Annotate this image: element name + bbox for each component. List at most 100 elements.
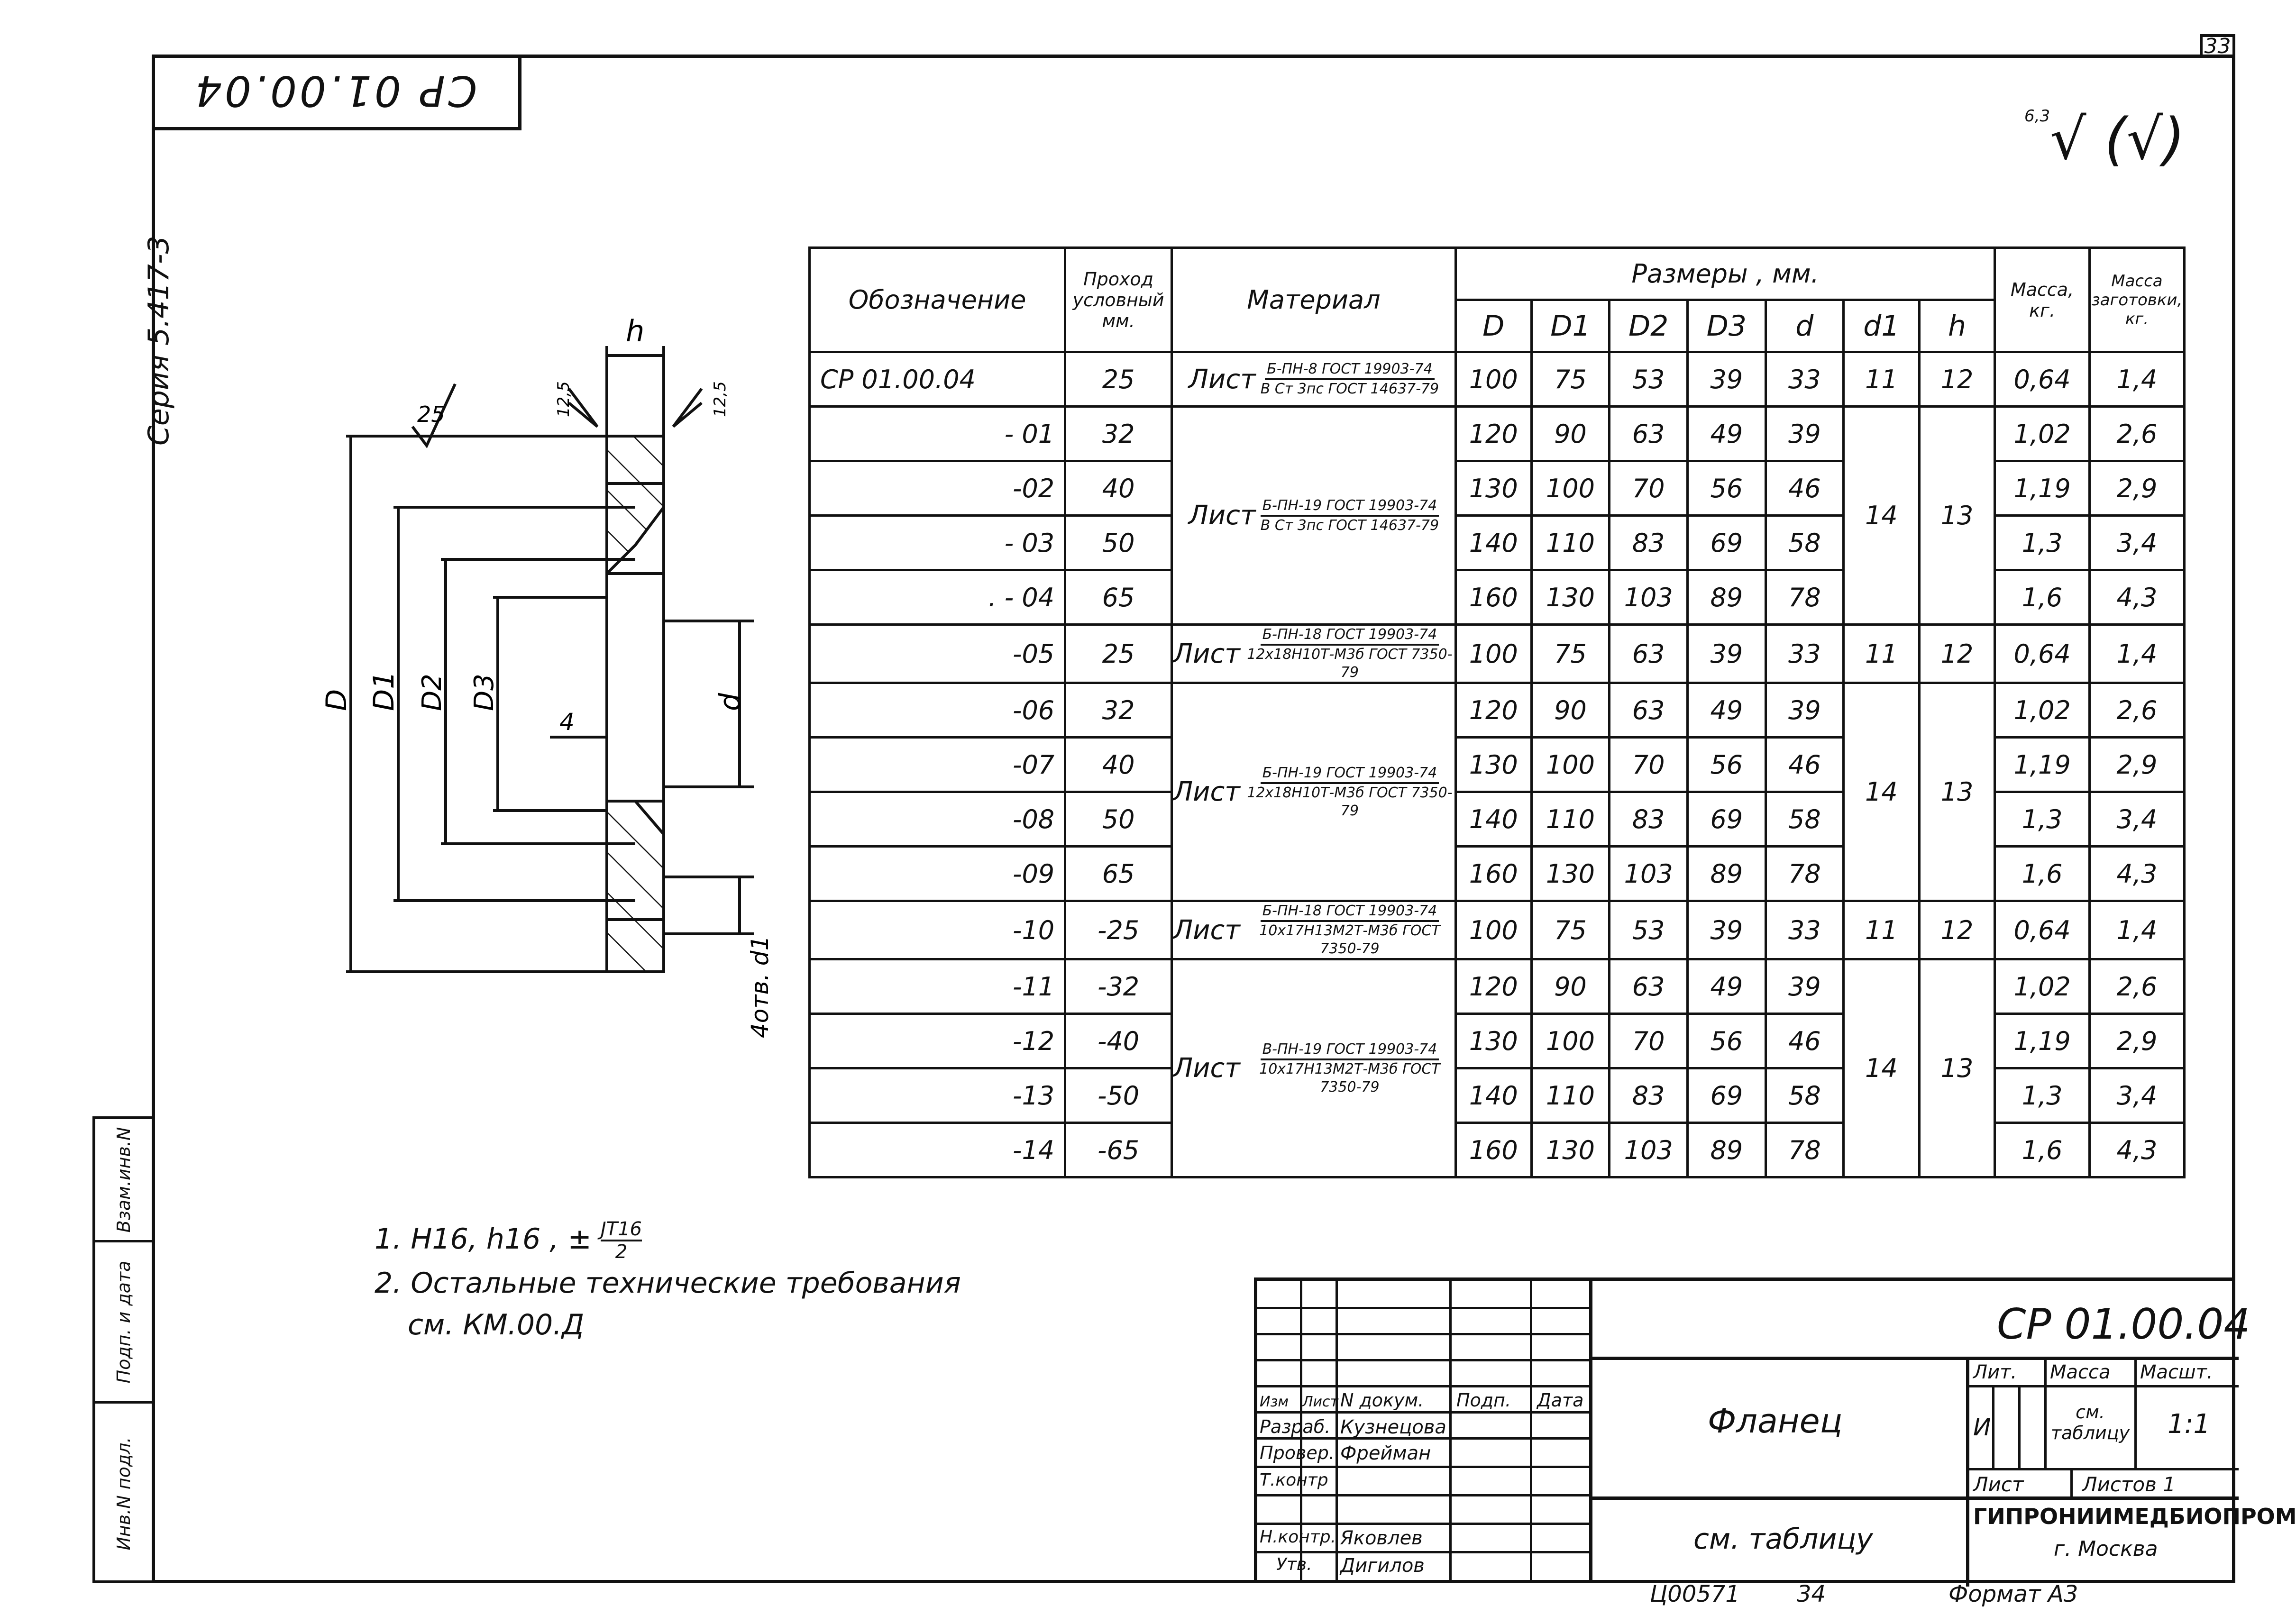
cell-D1: 110 xyxy=(1530,514,1611,571)
cell-D3: 69 xyxy=(1686,791,1767,848)
dimensions-table: Обозначение Проход условный мм. Материал… xyxy=(808,246,2186,1178)
header-sizes: Размеры , мм. xyxy=(1454,246,1996,301)
cell-designation: СР 01.00.04 xyxy=(808,351,1067,408)
dim-h: h xyxy=(626,314,644,348)
cell-d: 58 xyxy=(1764,791,1845,848)
cell-h: 13 xyxy=(1918,405,1996,626)
cell-designation: -05 xyxy=(808,623,1067,684)
cell-D2: 103 xyxy=(1608,1122,1689,1178)
cell-d: 58 xyxy=(1764,1067,1845,1124)
header-size-6: h xyxy=(1918,299,1996,353)
cell-D3: 69 xyxy=(1686,1067,1767,1124)
cell-d: 39 xyxy=(1764,682,1845,739)
cell-designation: -13 xyxy=(808,1067,1067,1124)
cell-mass: 1,19 xyxy=(1994,460,2091,517)
cell-d: 78 xyxy=(1764,1122,1845,1178)
material-bottom: 12х18Н10Т-М3б ГОСТ 7350-79 xyxy=(1247,646,1453,681)
cell-d: 58 xyxy=(1764,514,1845,571)
cell-D3: 89 xyxy=(1686,1122,1767,1178)
cell-D3: 39 xyxy=(1686,351,1767,408)
cell-passage: 40 xyxy=(1064,736,1173,793)
dim-D1: D1 xyxy=(367,671,401,711)
part-material: см. таблицу xyxy=(1693,1523,1873,1556)
doc-code: СР 01.00.04 xyxy=(1997,1300,2250,1349)
cell-D3: 56 xyxy=(1686,736,1767,793)
dim-D2: D2 xyxy=(417,674,448,711)
cell-d1: 14 xyxy=(1842,405,1921,626)
cell-d: 46 xyxy=(1764,460,1845,517)
cell-D: 130 xyxy=(1454,460,1533,517)
cell-h: 12 xyxy=(1918,351,1996,408)
material-top: В-ПН-19 ГОСТ 19903-74 xyxy=(1260,1040,1439,1060)
cell-D2: 53 xyxy=(1608,351,1689,408)
cell-h: 13 xyxy=(1918,958,1996,1178)
material-bottom: 10х17Н13М2Т-М3б ГОСТ 7350-79 xyxy=(1259,922,1440,957)
cell-d1: 11 xyxy=(1842,900,1921,960)
cell-D1: 90 xyxy=(1530,958,1611,1015)
cell-D: 140 xyxy=(1454,1067,1533,1124)
cell-D1: 75 xyxy=(1530,351,1611,408)
cell-d: 46 xyxy=(1764,1013,1845,1069)
series-label: Серия 5.417-3 xyxy=(142,236,175,446)
header-size-5: d1 xyxy=(1842,299,1921,353)
cell-D3: 56 xyxy=(1686,1013,1767,1069)
cell-mass: 1,02 xyxy=(1994,405,2091,462)
cell-mass: 1,02 xyxy=(1994,682,2091,739)
cell-passage: 65 xyxy=(1064,845,1173,902)
cell-h: 13 xyxy=(1918,682,1996,902)
cell-passage: 50 xyxy=(1064,514,1173,571)
cell-blank-mass: 4,3 xyxy=(2088,845,2186,902)
title-block: СР 01.00.04 Фланец см. таблицу Изм Лист … xyxy=(1254,1277,2296,1587)
material-top: Б-ПН-18 ГОСТ 19903-74 xyxy=(1260,626,1439,646)
dim-4: 4 xyxy=(559,708,575,736)
cell-designation: -06 xyxy=(808,682,1067,739)
cell-designation: - 03 xyxy=(808,514,1067,571)
cell-d: 33 xyxy=(1764,351,1845,408)
cell-D: 100 xyxy=(1454,623,1533,684)
roughness-12-5-a: 12,5 xyxy=(554,381,573,417)
cell-D2: 63 xyxy=(1608,682,1689,739)
material-word: Лист xyxy=(1173,776,1240,807)
cell-D1: 100 xyxy=(1530,460,1611,517)
cell-d: 39 xyxy=(1764,405,1845,462)
cell-D: 160 xyxy=(1454,1122,1533,1178)
holes-note: 4отв. d1 xyxy=(746,936,774,1038)
cell-designation: -09 xyxy=(808,845,1067,902)
cell-blank-mass: 3,4 xyxy=(2088,514,2186,571)
cell-mass: 1,6 xyxy=(1994,1122,2091,1178)
cell-designation: -12 xyxy=(808,1013,1067,1069)
cell-passage: 65 xyxy=(1064,569,1173,626)
cell-D2: 63 xyxy=(1608,405,1689,462)
material-top: Б-ПН-8 ГОСТ 19903-74 xyxy=(1265,360,1435,380)
cell-D1: 130 xyxy=(1530,569,1611,626)
cell-passage: 25 xyxy=(1064,351,1173,408)
cell-D3: 39 xyxy=(1686,900,1767,960)
cell-mass: 1,19 xyxy=(1994,1013,2091,1069)
header-designation: Обозначение xyxy=(808,246,1067,353)
cell-mass: 0,64 xyxy=(1994,623,2091,684)
cell-mass: 1,02 xyxy=(1994,958,2091,1015)
cell-blank-mass: 3,4 xyxy=(2088,791,2186,848)
cell-D3: 49 xyxy=(1686,958,1767,1015)
cell-designation: -07 xyxy=(808,736,1067,793)
material-bottom: 12х18Н10Т-М3б ГОСТ 7350-79 xyxy=(1247,784,1453,819)
cell-passage: -50 xyxy=(1064,1067,1173,1124)
cell-passage: -40 xyxy=(1064,1013,1173,1069)
cell-D2: 70 xyxy=(1608,736,1689,793)
roughness-12-5-b: 12,5 xyxy=(711,381,730,417)
cell-D1: 130 xyxy=(1530,845,1611,902)
sheet-number: 33 xyxy=(2200,34,2235,58)
cell-d: 78 xyxy=(1764,569,1845,626)
material-word: Лист xyxy=(1173,638,1240,669)
cell-d1: 11 xyxy=(1842,351,1921,408)
cell-blank-mass: 1,4 xyxy=(2088,351,2186,408)
